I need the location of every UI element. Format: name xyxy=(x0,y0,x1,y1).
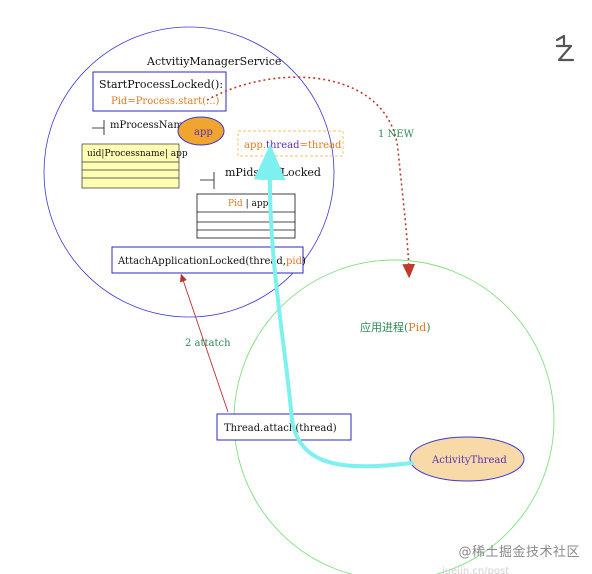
pids-table: Pid | app xyxy=(196,193,296,239)
app-process-title-suffix: ) xyxy=(426,321,430,334)
new-arrow-label: 1 NEW xyxy=(378,129,415,140)
app-thread-part1: app. xyxy=(244,140,266,151)
attach-app-prefix: AttachApplicationLocked(thread, xyxy=(117,256,286,267)
pids-table-app: app xyxy=(251,199,268,209)
activity-thread-ellipse xyxy=(409,436,525,482)
app-thread-part3: =thread xyxy=(299,140,341,151)
app-thread-box xyxy=(237,130,344,157)
attach-app-pid: pid xyxy=(286,256,303,267)
pids-bracket xyxy=(200,172,215,189)
attach-arrow xyxy=(180,273,229,413)
app-thread-text: app.thread=thread xyxy=(244,140,342,151)
attach-app-suffix: ) xyxy=(302,256,306,267)
app-process-title: 应用进程(Pid) xyxy=(360,320,431,334)
attach-application-text: AttachApplicationLocked(thread,pid) xyxy=(117,256,306,267)
process-names-label: mProcessNames xyxy=(110,120,194,131)
start-process-line2: Pid=Process.start(...) xyxy=(111,96,220,107)
process-names-table: uid|Processname| app xyxy=(81,143,188,189)
process-names-bracket xyxy=(92,120,105,135)
z-logo-icon xyxy=(555,34,575,62)
new-arrow xyxy=(206,76,416,279)
app-process-title-pid: Pid xyxy=(408,321,426,334)
ams-title: ActvitiyManagerService xyxy=(146,55,281,68)
process-table-header: uid|Processname| app xyxy=(87,149,188,159)
app-ellipse-label: app xyxy=(194,127,213,138)
pids-table-header: Pid | app xyxy=(228,199,269,209)
app-thread-part2: thread xyxy=(266,140,300,151)
pids-table-pid: Pid xyxy=(228,199,243,209)
thread-attach-text: Thread.attach(thread) xyxy=(224,423,337,434)
watermark: @稀土掘金技术社区 xyxy=(458,545,580,560)
activity-thread-label: ActivityThread xyxy=(431,455,507,466)
start-process-box xyxy=(92,71,227,112)
thread-flow-arrow xyxy=(253,144,414,469)
start-process-line1: StartProcessLocked(): xyxy=(99,78,223,91)
app-process-title-prefix: 应用进程( xyxy=(360,320,408,334)
pids-label: mPidsSelfLocked xyxy=(225,166,321,179)
thread-attach-box xyxy=(216,413,352,441)
pids-table-sep: | xyxy=(243,199,252,209)
ams-circle xyxy=(43,26,335,318)
watermark-sub: juejin.cn/post xyxy=(442,566,510,574)
attach-arrow-label: 2 attatch xyxy=(185,338,231,349)
app-ellipse xyxy=(177,116,225,146)
